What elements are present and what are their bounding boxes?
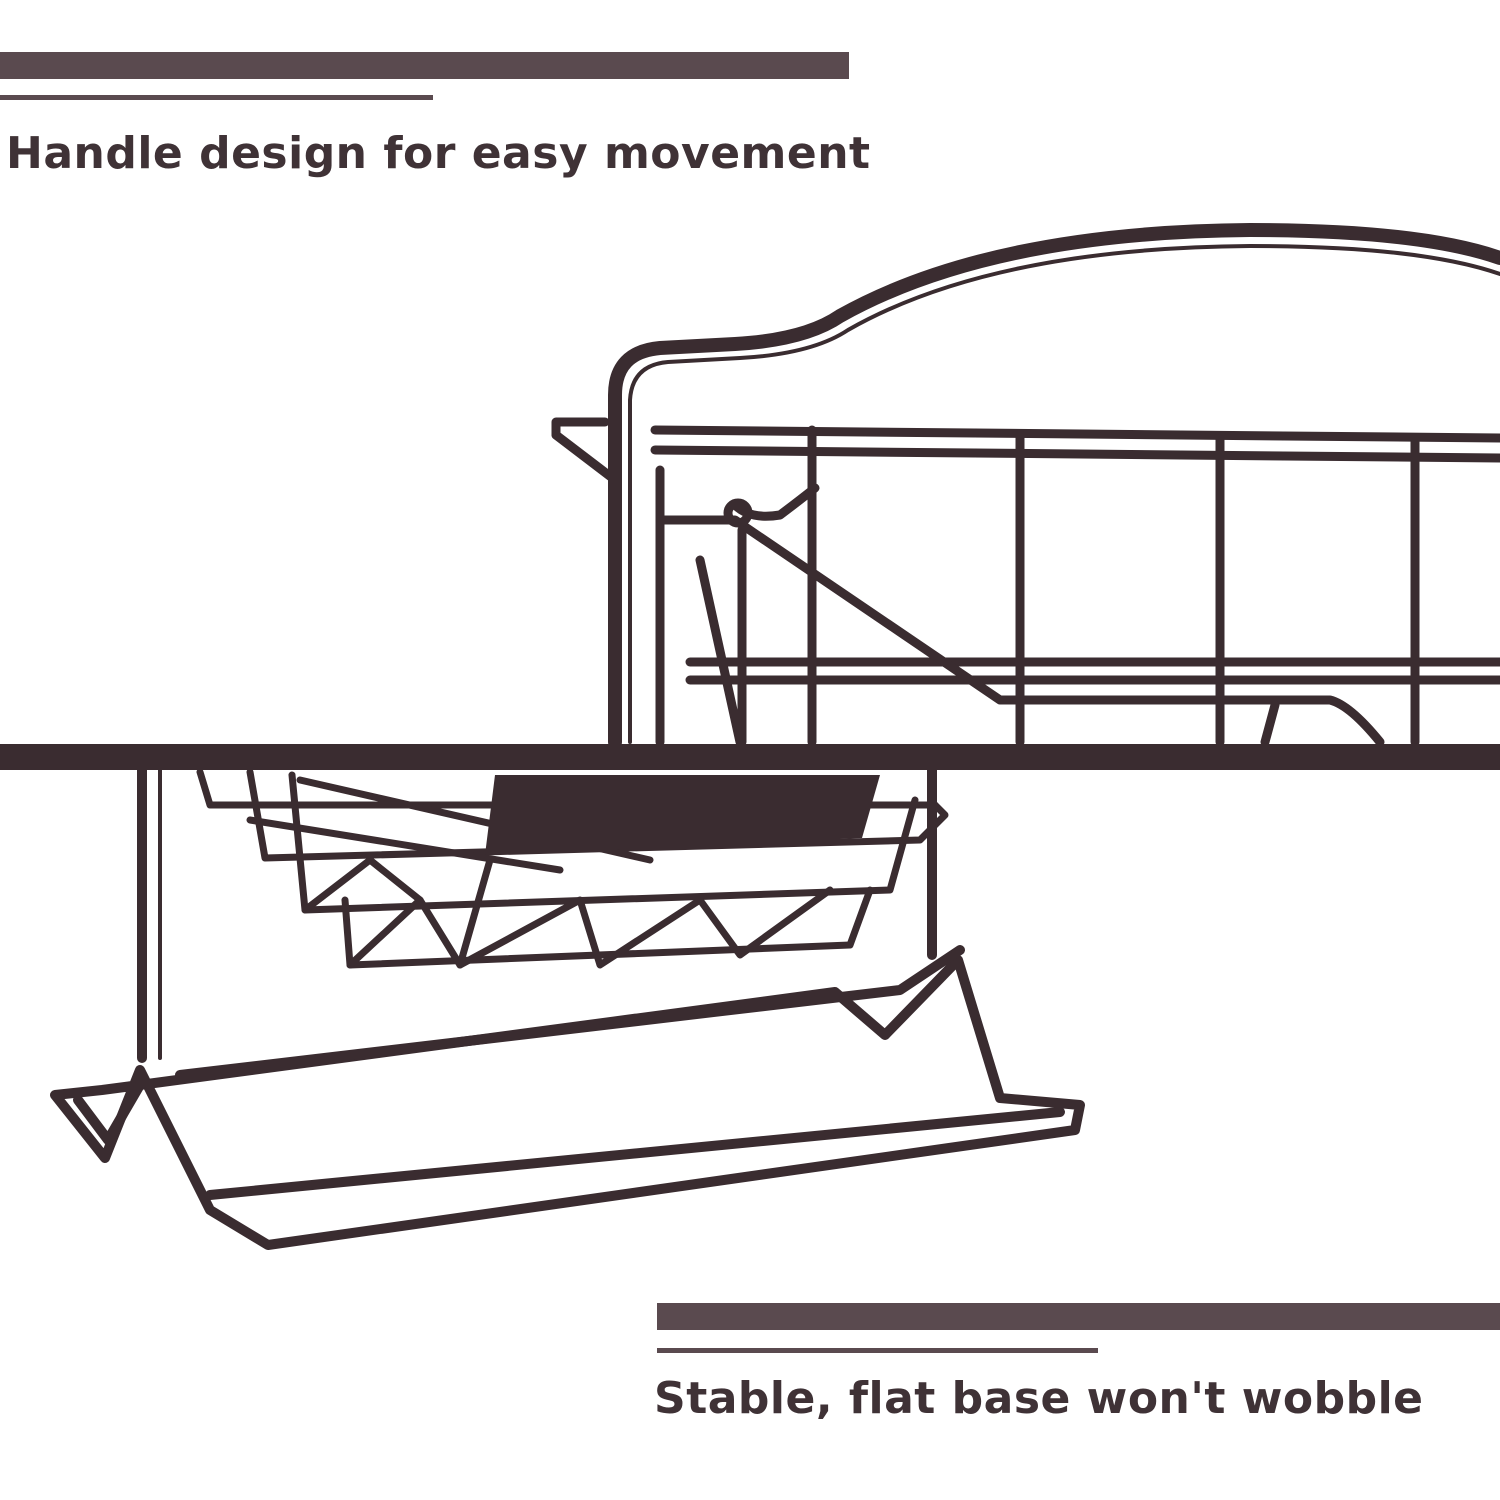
lower-basket — [196, 768, 949, 969]
bottom-accent-bar — [657, 1303, 1500, 1330]
shelf-divider — [0, 744, 1500, 770]
top-accent-bar — [0, 52, 849, 79]
top-accent-line — [0, 95, 433, 100]
handle-feature-caption: Handle design for easy movement — [6, 128, 871, 179]
base-feature-caption: Stable, flat base won't wobble — [654, 1373, 1424, 1424]
bottom-accent-line — [657, 1348, 1098, 1353]
handle — [608, 223, 1500, 749]
upper-basket — [551, 417, 1500, 747]
base-frame — [50, 765, 1085, 1250]
